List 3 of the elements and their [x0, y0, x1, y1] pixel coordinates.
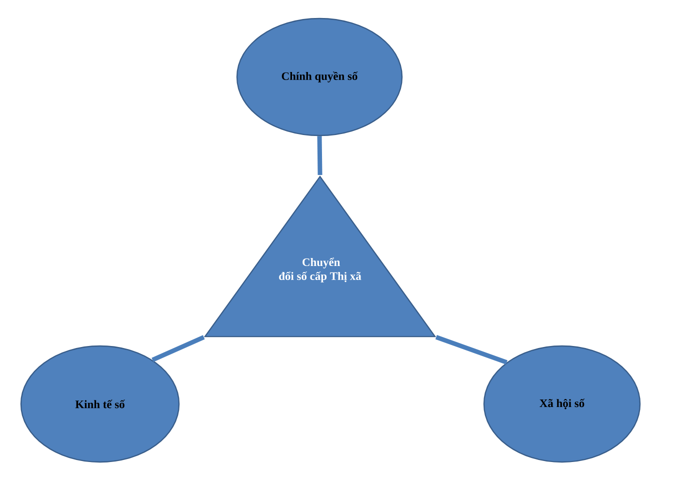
connector-line: [435, 335, 508, 364]
connector-line: [152, 335, 205, 362]
connector-line: [317, 136, 322, 176]
